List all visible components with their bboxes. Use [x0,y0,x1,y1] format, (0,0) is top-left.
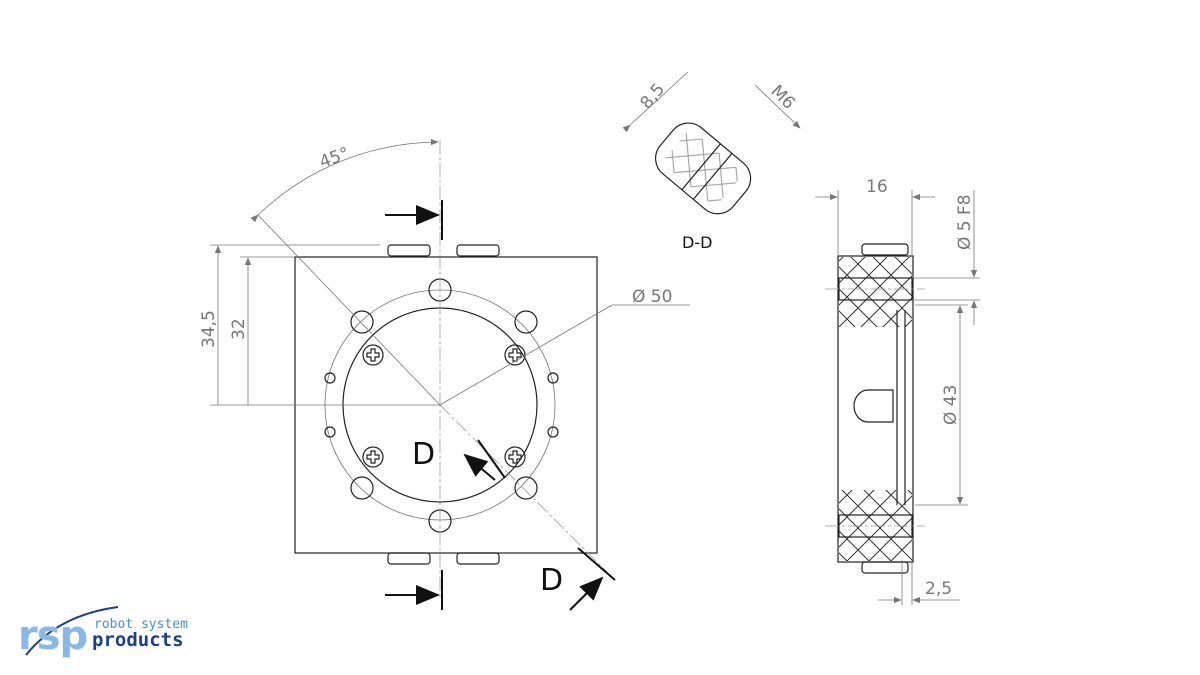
screw-icons [362,344,526,468]
dim-side-width: 16 [866,177,888,197]
section-label-bottom: D [540,563,563,598]
dim-diameter: Ø 50 [632,287,672,307]
section-view: 8,5 M6 D-D [622,71,801,252]
dim-section-width: 8,5 [637,80,670,114]
side-view: 16 Ø 5 F8 Ø 43 2,5 [815,177,980,605]
logo-line1: robot system [94,617,188,632]
logo-mark: rsp [18,613,88,659]
section-title: D-D [682,233,712,252]
dim-thread: M6 [766,81,798,113]
dim-angle: 45° [317,144,352,173]
dim-plate: 2,5 [925,579,952,599]
company-logo: rsp robot system products [18,605,198,660]
dim-bore: Ø 43 [941,385,961,425]
dim-height-outer: 34,5 [199,310,219,348]
dim-height-inner: 32 [229,318,249,340]
section-label-top: D [412,437,435,472]
logo-line2: products [92,629,184,651]
front-view: 34,5 32 45° Ø 50 D D [199,138,690,611]
dim-pin: Ø 5 F8 [955,194,975,250]
